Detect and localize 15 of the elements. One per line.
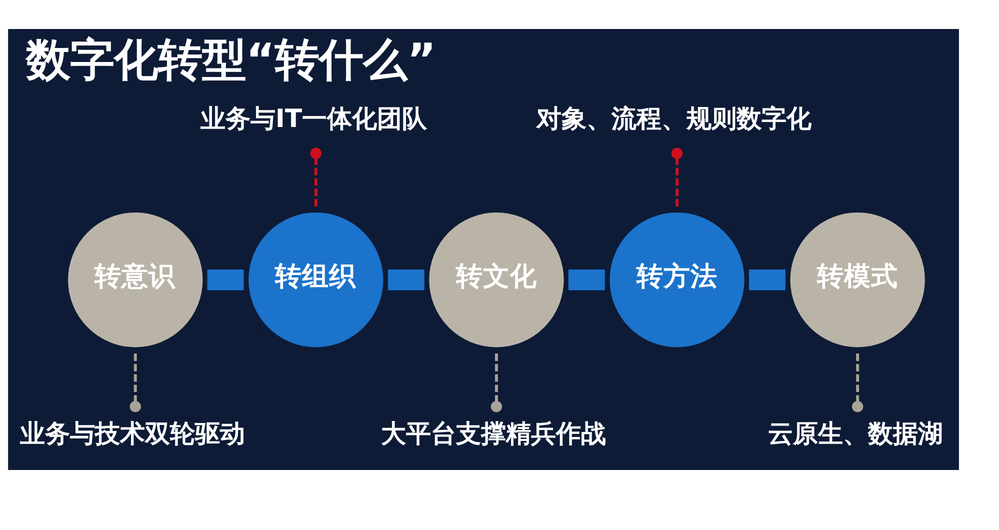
- node-text: 大平台支撑精兵作战: [381, 418, 606, 448]
- connector: [490, 351, 502, 412]
- connector: [748, 269, 786, 290]
- node-text: 业务与IT一体化团队: [200, 103, 427, 132]
- connector: [130, 351, 141, 412]
- connector: [568, 269, 605, 290]
- connector: [388, 269, 424, 290]
- connector: [852, 351, 864, 412]
- connector: [310, 147, 322, 208]
- connector: [207, 269, 244, 290]
- diagram-title: 数字化转型“转什么”: [26, 34, 436, 86]
- node-text: 对象、流程、规则数字化: [536, 103, 812, 132]
- node-text: 业务与技术双轮驱动: [20, 418, 245, 448]
- connector: [671, 147, 683, 208]
- node-text: 云原生、数据湖: [768, 418, 944, 448]
